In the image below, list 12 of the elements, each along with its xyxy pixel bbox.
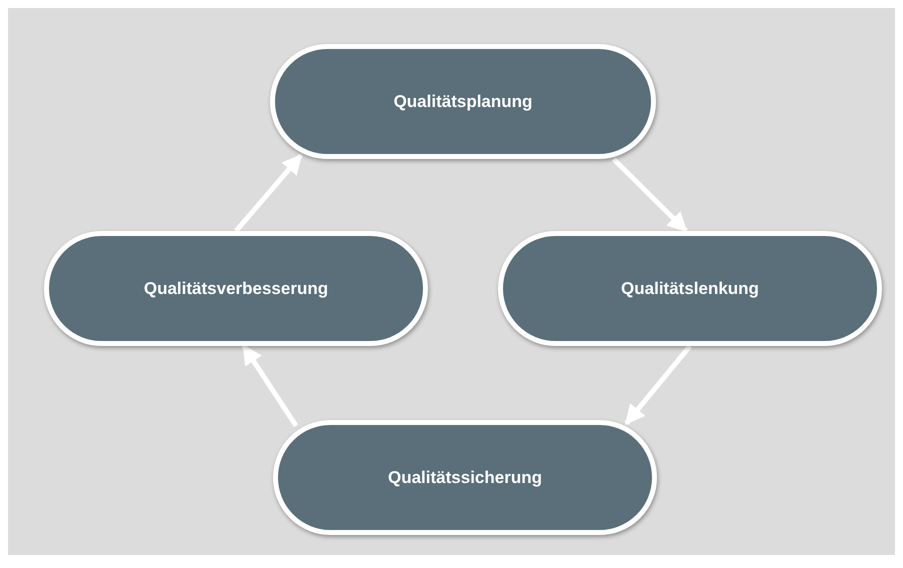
process-pill (44, 231, 428, 346)
process-pill (273, 420, 657, 535)
arrow (234, 154, 303, 233)
process-pill (498, 231, 882, 346)
node-label: Qualitätsplanung (394, 92, 532, 112)
arrow (624, 344, 692, 426)
process-pill (270, 44, 656, 159)
node-label: Qualitätsverbesserung (144, 278, 328, 298)
node-label: Qualitätslenkung (621, 278, 759, 298)
node-label: Qualitätssicherung (388, 468, 542, 488)
arrow (612, 157, 688, 233)
arrow (242, 344, 298, 428)
